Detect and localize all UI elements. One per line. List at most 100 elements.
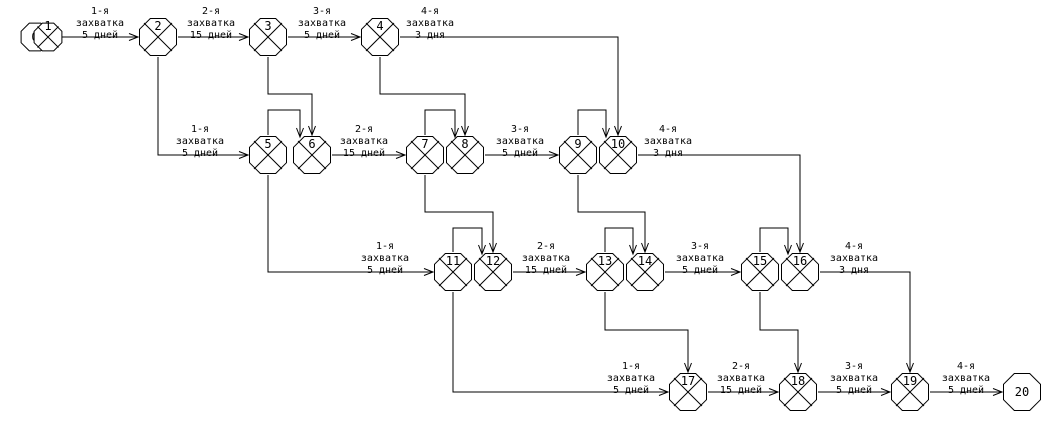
node-label: 6: [308, 137, 315, 151]
edge-label-line: 5 дней: [502, 147, 538, 159]
edge-label-line: захватка: [187, 18, 235, 29]
node-2: 2: [139, 18, 177, 56]
node-17: 17: [669, 373, 707, 411]
edge-label-line: 4-я: [957, 361, 975, 372]
edge-label-line: 5 дней: [304, 29, 340, 41]
edge-5-6: [267, 109, 304, 139]
edge-label-line: 1-я: [191, 124, 209, 135]
edge-label-line: захватка: [361, 253, 409, 264]
edge-label-line: захватка: [496, 136, 544, 147]
edge-13-14: [604, 227, 637, 256]
node-8: 8: [446, 136, 484, 174]
edge-3-6: [267, 57, 316, 137]
edge-label-line: 2-я: [537, 241, 555, 252]
edge-label-line: 3 дня: [415, 30, 445, 41]
node-1: 1: [33, 19, 63, 52]
node-5: 5: [249, 136, 287, 174]
edge-label-line: захватка: [644, 136, 692, 147]
node-12: 12: [474, 253, 512, 291]
node-label: 8: [461, 137, 468, 151]
edge-label-line: захватка: [76, 18, 124, 29]
edge-label-line: 2-я: [202, 6, 220, 17]
edge-label-line: захватка: [176, 136, 224, 147]
node-label: 1: [44, 19, 51, 33]
edge-label-line: захватка: [522, 253, 570, 264]
edge-label-line: 5 дней: [613, 384, 649, 396]
node-label: 19: [903, 374, 917, 388]
edge-label-line: захватка: [942, 373, 990, 384]
node-label: 12: [486, 254, 500, 268]
edge-label-line: 3-я: [313, 6, 331, 17]
edge-label-line: захватка: [298, 18, 346, 29]
edge-label-line: 15 дней: [343, 147, 385, 159]
edge-label-line: 5 дней: [367, 264, 403, 276]
edge-7-12: [424, 175, 497, 254]
edge-9-14: [577, 175, 649, 254]
node-label: 7: [421, 137, 428, 151]
edge-label-line: захватка: [676, 253, 724, 264]
edge-label-line: 5 дней: [182, 147, 218, 159]
edge-label-line: 4-я: [845, 241, 863, 252]
edge-label-line: захватка: [607, 373, 655, 384]
edge-label-line: 15 дней: [720, 384, 762, 396]
edge-label-line: захватка: [406, 18, 454, 29]
edge-label-line: 4-я: [421, 6, 439, 17]
node-label: 13: [598, 254, 612, 268]
edge-label-line: 15 дней: [525, 264, 567, 276]
node-3: 3: [249, 18, 287, 56]
node-10: 10: [599, 136, 637, 174]
edge-4-8: [379, 57, 469, 137]
node-label: 4: [376, 19, 383, 33]
edge-label-line: 4-я: [659, 124, 677, 135]
edge-label-line: 2-я: [732, 361, 750, 372]
node-16: 16: [781, 253, 819, 291]
node-label: 11: [446, 254, 460, 268]
node-label: 14: [638, 254, 652, 268]
edge-13-17: [604, 292, 692, 374]
node-label: 20: [1015, 385, 1029, 399]
node-label: 17: [681, 374, 695, 388]
node-label: 16: [793, 254, 807, 268]
node-label: 9: [574, 137, 581, 151]
edge-label-line: 5 дней: [682, 264, 718, 276]
edge-label-line: 1-я: [91, 6, 109, 17]
node-6: 6: [293, 136, 331, 174]
edge-label-line: 5 дней: [82, 29, 118, 41]
edge-label-line: захватка: [340, 136, 388, 147]
node-19: 19: [891, 373, 929, 411]
node-11: 11: [434, 253, 472, 291]
edge-9-10: [577, 109, 610, 139]
edge-label-line: 3-я: [691, 241, 709, 252]
edge-label-line: 1-я: [376, 241, 394, 252]
edge-label-line: 3-я: [511, 124, 529, 135]
edge-15-18: [759, 292, 802, 374]
edge-15-16: [759, 227, 792, 256]
edge-label-line: захватка: [830, 253, 878, 264]
edge-label-line: 5 дней: [836, 384, 872, 396]
edge-label-line: 3 дня: [839, 265, 869, 276]
node-4: 4: [361, 18, 399, 56]
node-18: 18: [779, 373, 817, 411]
node-label: 15: [753, 254, 767, 268]
node-20: 20: [1003, 373, 1041, 411]
edge-label-line: 15 дней: [190, 29, 232, 41]
edge-7-8: [424, 109, 459, 139]
edge-label-line: захватка: [717, 373, 765, 384]
node-label: 2: [154, 19, 161, 33]
node-7: 7: [406, 136, 444, 174]
node-15: 15: [741, 253, 779, 291]
